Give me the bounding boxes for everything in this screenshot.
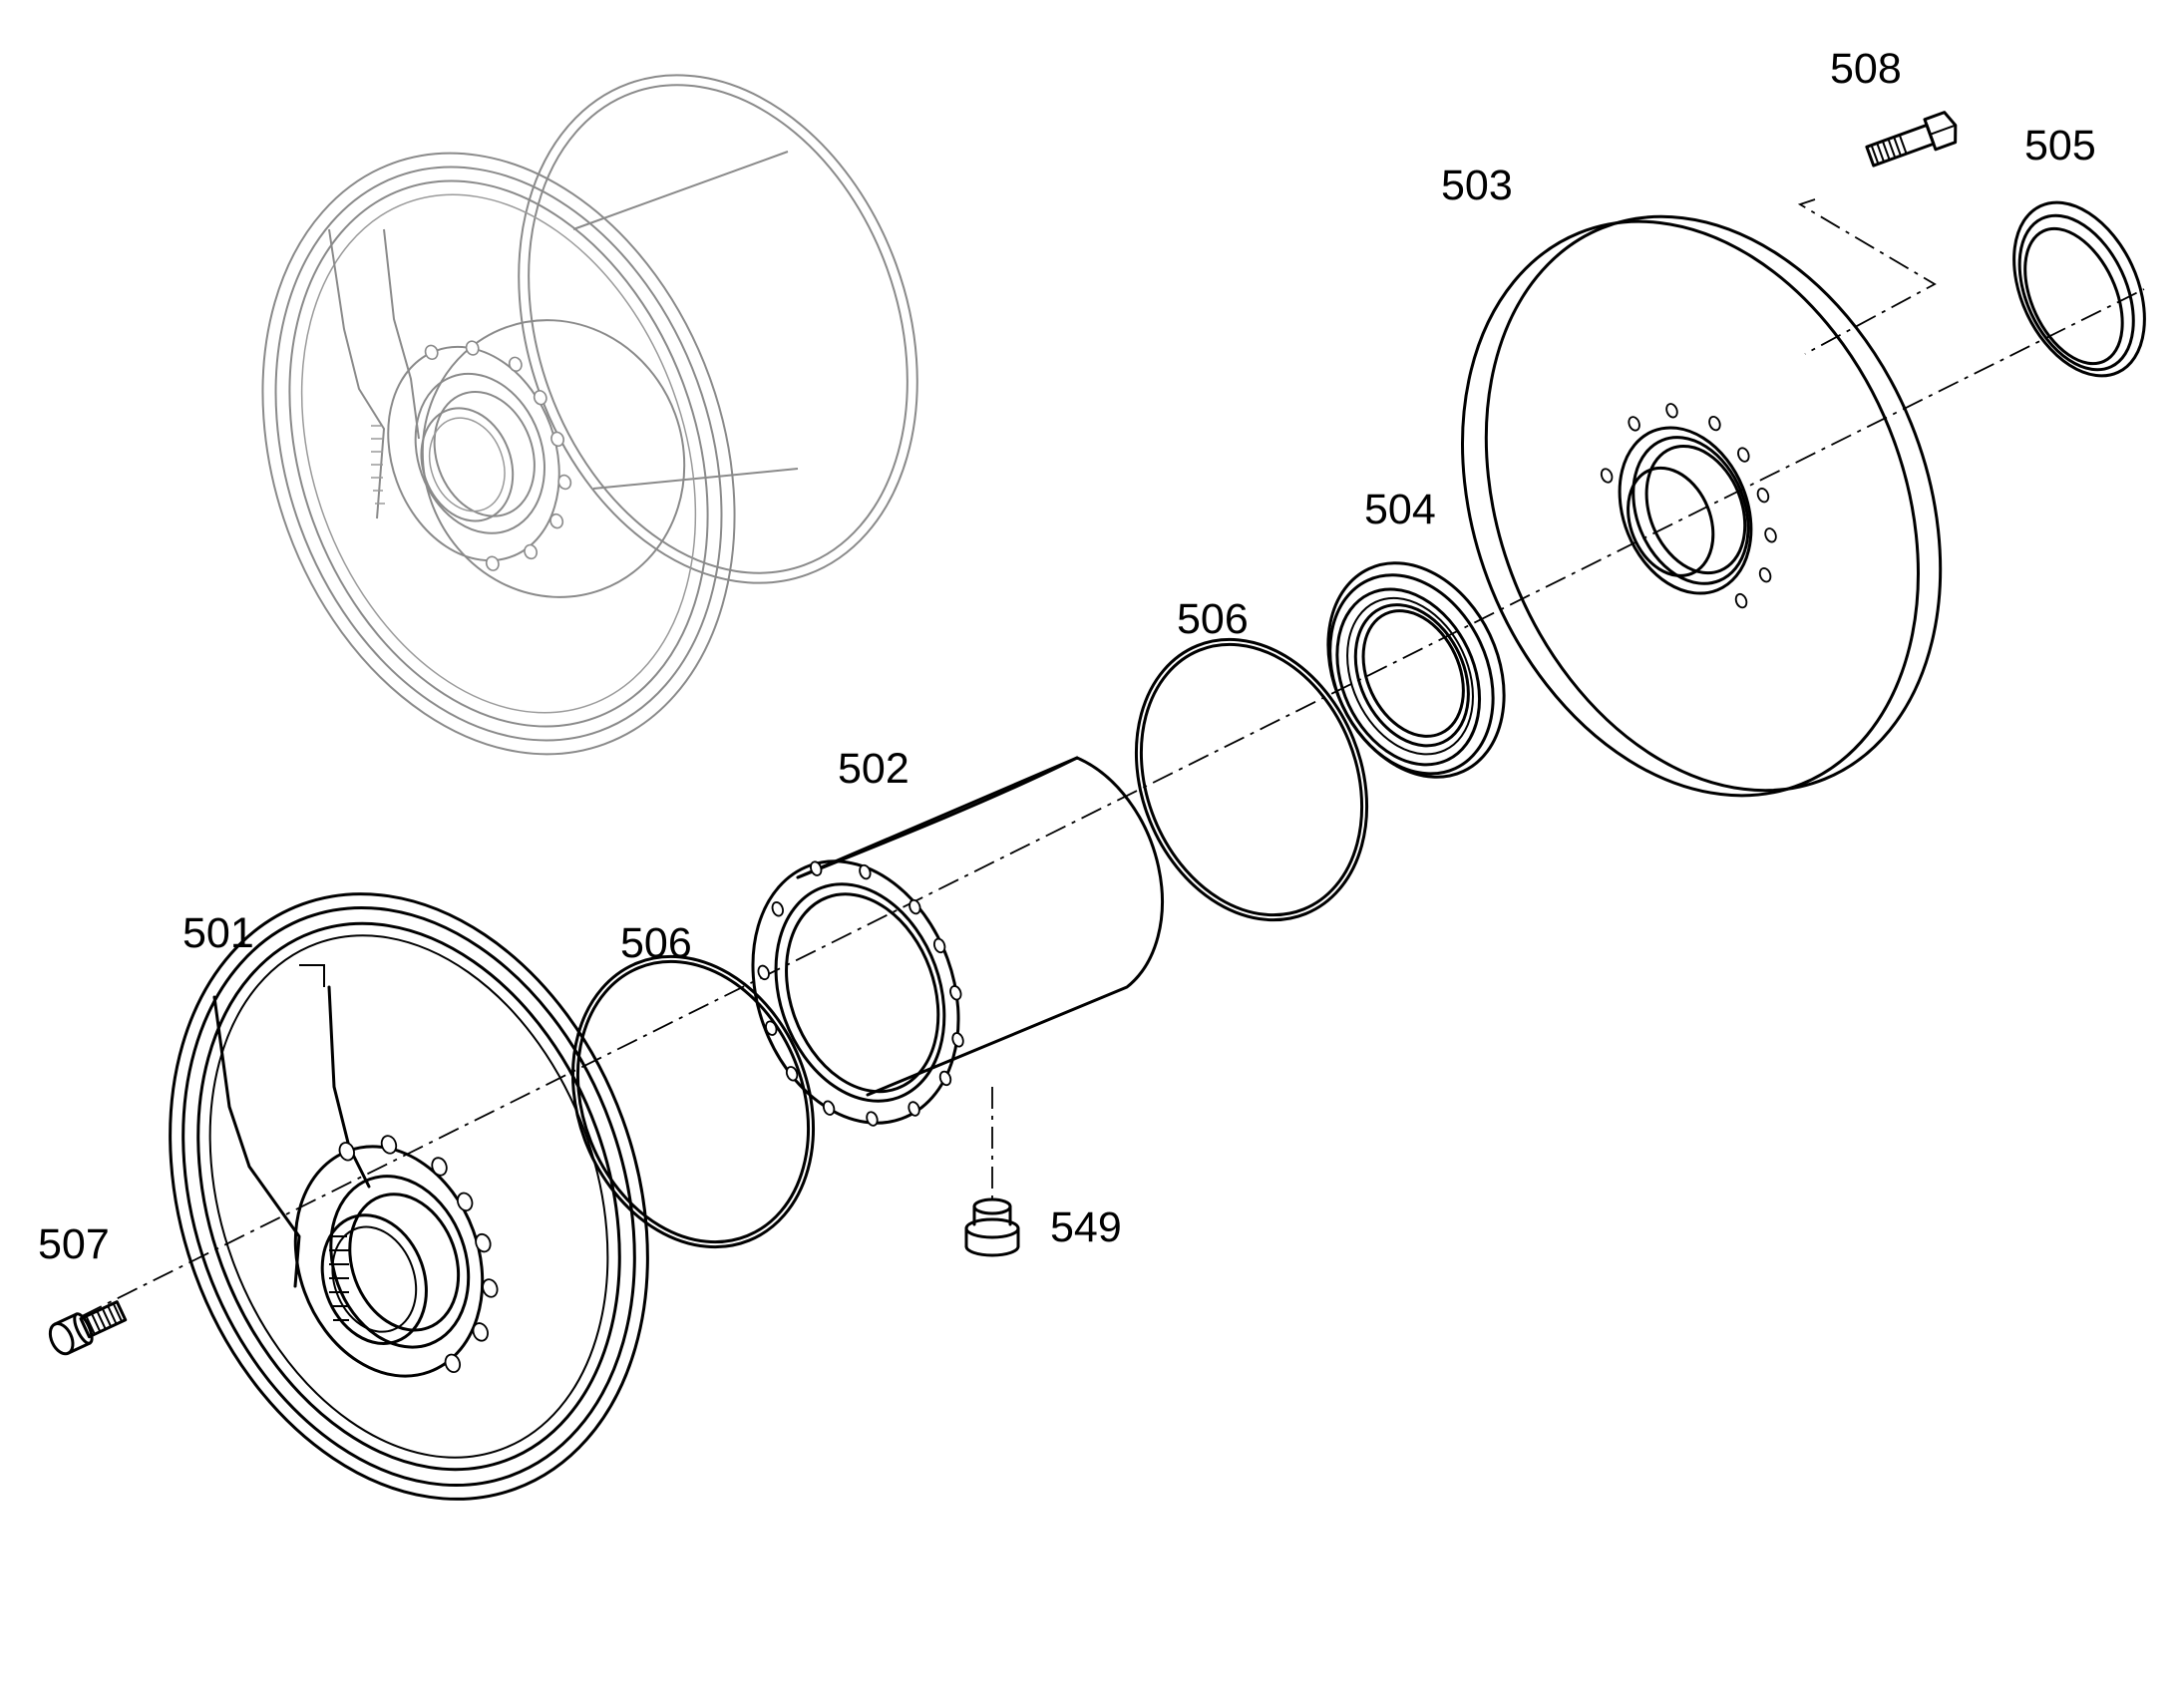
label-508: 508 — [1830, 45, 1902, 93]
label-507: 507 — [38, 1220, 110, 1268]
label-504: 504 — [1364, 486, 1436, 533]
part-507-screw — [48, 1300, 128, 1356]
label-506-right: 506 — [1177, 595, 1249, 643]
label-549: 549 — [1050, 1203, 1122, 1251]
label-501: 501 — [182, 909, 254, 957]
part-504-bearing — [1326, 561, 1506, 779]
part-505-seal-ring — [2012, 200, 2146, 378]
center-axis — [81, 288, 2145, 1317]
label-503: 503 — [1441, 162, 1513, 209]
part-501-flange — [169, 892, 649, 1501]
callout-labels: 501 502 503 504 505 506 506 507 508 549 — [38, 45, 2096, 1268]
assembled-reference-view — [261, 74, 918, 756]
label-506-left: 506 — [620, 919, 692, 967]
part-508-bolt — [1797, 111, 1958, 355]
part-503-disc — [1461, 214, 1943, 798]
label-505: 505 — [2024, 122, 2096, 170]
part-506-oring-left — [570, 954, 816, 1249]
part-506-oring-right — [1134, 637, 1369, 922]
label-502: 502 — [838, 745, 909, 793]
part-502-housing — [751, 756, 1164, 1201]
part-549-plug — [964, 1197, 1020, 1257]
